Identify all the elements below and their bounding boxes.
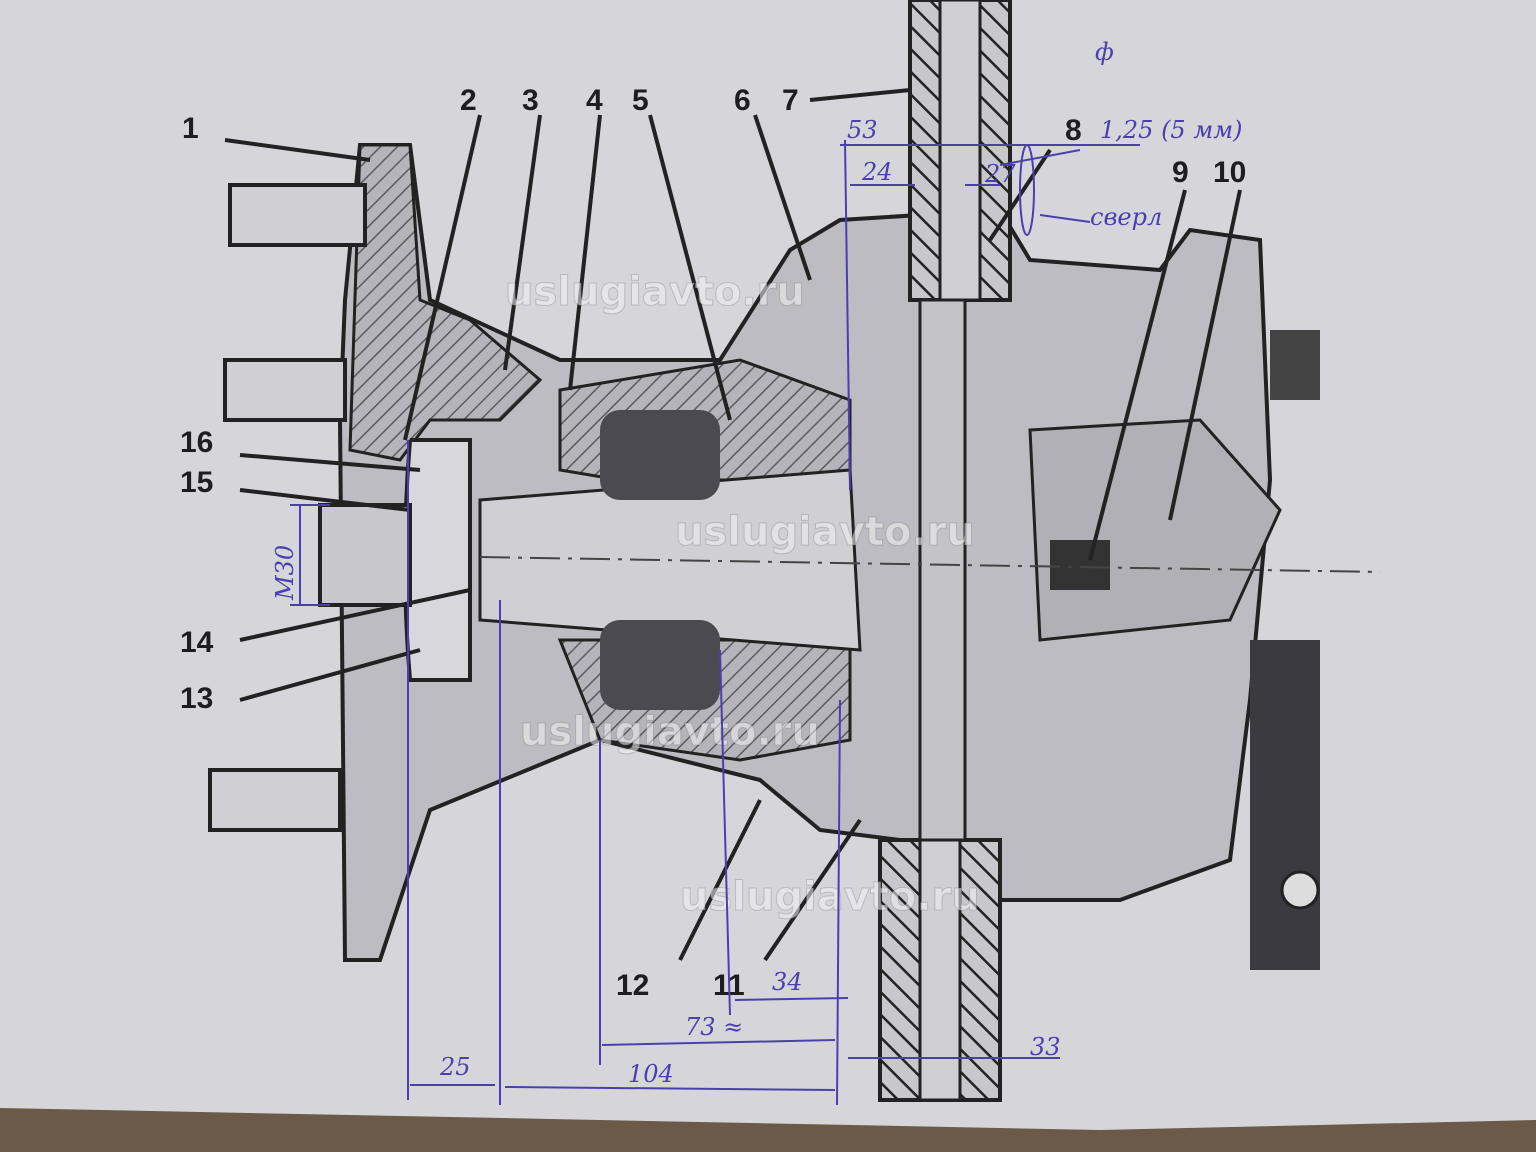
annotation-53: 53 — [847, 116, 878, 144]
handwritten-dimensions: ф 53 24 27 1,25 (5 мм) сверл М30 34 73 ≈… — [271, 38, 1243, 1106]
callout-3: 3 — [522, 84, 539, 117]
annotation-1-25-5mm: 1,25 (5 мм) — [1100, 116, 1243, 144]
annotation-73: 73 ≈ — [685, 1013, 743, 1041]
callout-2: 2 — [460, 84, 477, 117]
watermark: uslugiavto.ru — [520, 709, 820, 755]
annotation-drill: сверл — [1090, 203, 1162, 231]
callout-14: 14 — [180, 626, 214, 659]
annotation-phi: ф — [1095, 38, 1114, 66]
watermark: uslugiavto.ru — [675, 509, 975, 555]
annotation-34: 34 — [772, 968, 803, 996]
watermarks: uslugiavto.ru uslugiavto.ru uslugiavto.r… — [505, 269, 981, 921]
callout-7: 7 — [782, 84, 799, 117]
callout-8: 8 — [1065, 114, 1082, 147]
callout-9: 9 — [1172, 156, 1189, 189]
annotation-25: 25 — [439, 1053, 471, 1081]
callout-4: 4 — [586, 84, 603, 117]
hub-drawing — [208, 0, 1381, 1102]
callout-12: 12 — [616, 969, 649, 1002]
annotation-33: 33 — [1030, 1033, 1061, 1061]
callout-15: 15 — [180, 466, 213, 499]
watermark: uslugiavto.ru — [680, 874, 980, 920]
annotation-104: 104 — [628, 1060, 674, 1088]
annotation-24: 24 — [861, 158, 893, 186]
callout-5: 5 — [632, 84, 649, 117]
watermark: uslugiavto.ru — [505, 269, 805, 315]
callout-10: 10 — [1213, 156, 1246, 189]
callout-6: 6 — [734, 84, 751, 117]
callout-13: 13 — [180, 682, 213, 715]
callout-labels: 1 2 3 4 5 6 7 8 9 10 11 12 13 14 15 16 — [180, 84, 1246, 1002]
callout-16: 16 — [180, 426, 213, 459]
annotation-27: 27 — [984, 160, 1016, 188]
callout-1: 1 — [182, 112, 199, 145]
annotation-m30: М30 — [271, 545, 299, 601]
